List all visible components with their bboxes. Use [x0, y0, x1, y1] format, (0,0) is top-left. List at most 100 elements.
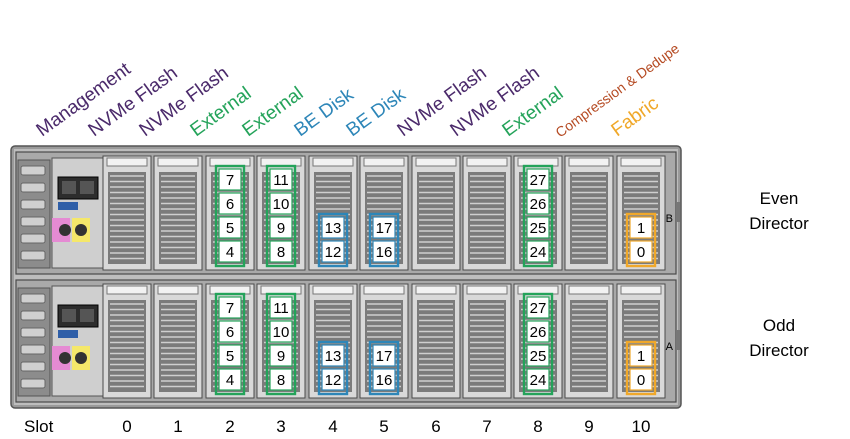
slot-number: 9	[584, 417, 594, 436]
management-module	[51, 285, 105, 397]
port-cell	[269, 168, 293, 191]
io-module-vent	[108, 300, 146, 392]
port-number: 4	[226, 372, 234, 389]
port-number: 16	[376, 244, 393, 261]
io-module-latch	[312, 285, 354, 295]
port-cell	[218, 320, 242, 343]
port-cell	[218, 296, 242, 319]
port-cell	[269, 192, 293, 215]
port-group-outline	[625, 340, 657, 396]
io-module-slot-6	[411, 283, 461, 399]
io-module-latch	[312, 157, 354, 167]
io-module-slot-9	[564, 155, 614, 271]
io-module-latch	[568, 157, 610, 167]
port-cell	[218, 168, 242, 191]
port-group-outline	[214, 164, 246, 268]
port-group-outline	[368, 340, 400, 396]
io-module-vent	[570, 172, 608, 264]
slot-number: 8	[533, 417, 543, 436]
left-handle	[17, 287, 51, 397]
port-number: 0	[637, 244, 645, 261]
io-module-latch	[620, 285, 662, 295]
port-number: 13	[325, 348, 342, 365]
port-number: 6	[226, 196, 234, 213]
port-cell	[526, 320, 550, 343]
io-module-vent	[417, 300, 455, 392]
io-module-vent	[108, 172, 146, 264]
even-director-label: Even Director	[724, 186, 834, 236]
port-cell	[218, 368, 242, 391]
slot-number: 6	[431, 417, 441, 436]
port-group-slot-10-even: 10	[625, 212, 657, 268]
io-module-slot-0	[102, 155, 152, 271]
serial-connector	[59, 224, 71, 236]
slot-number: 2	[225, 417, 235, 436]
port-number: 17	[376, 348, 393, 365]
port-cell	[526, 240, 550, 263]
port-group-outline	[317, 340, 349, 396]
port-group-slot-10-odd: 10	[625, 340, 657, 396]
io-module-latch	[415, 285, 457, 295]
port-cell	[269, 320, 293, 343]
io-module-vent	[468, 300, 506, 392]
slot-number: 5	[379, 417, 389, 436]
even-director-line2: Director	[749, 214, 809, 233]
port-number: 8	[277, 372, 285, 389]
port-number: 1	[637, 220, 645, 237]
port-number: 0	[637, 372, 645, 389]
port-cell	[321, 216, 345, 239]
odd-director-line1: Odd	[762, 316, 796, 335]
port-number: 12	[325, 372, 342, 389]
port-cell	[526, 216, 550, 239]
port-number: 9	[277, 348, 285, 365]
port-number: 12	[325, 244, 342, 261]
port-cell	[526, 168, 550, 191]
port-number: 16	[376, 372, 393, 389]
port-cell	[629, 216, 653, 239]
port-group-outline	[265, 164, 297, 268]
slot-number: 4	[328, 417, 338, 436]
chassis-side-tab	[676, 330, 680, 350]
io-module-latch	[363, 285, 405, 295]
chassis-letter: B	[666, 213, 673, 225]
handle-rib	[20, 250, 46, 261]
handle-rib	[20, 361, 46, 372]
slot-number: 0	[122, 417, 132, 436]
handle-rib	[20, 293, 46, 304]
port-cell	[372, 344, 396, 367]
port-group-outline	[522, 164, 554, 268]
port-group-outline	[317, 212, 349, 268]
port-cell	[218, 240, 242, 263]
port-group-outline	[368, 212, 400, 268]
rj45-port	[62, 309, 76, 322]
left-handle	[17, 159, 51, 269]
handle-rib	[20, 310, 46, 321]
port-cell	[269, 216, 293, 239]
odd-director-line2: Director	[749, 341, 809, 360]
chassis-side-tab	[676, 202, 680, 222]
io-module-latch	[157, 157, 199, 167]
port-number: 25	[530, 220, 547, 237]
io-module-vent	[417, 172, 455, 264]
port-group-outline	[625, 212, 657, 268]
port-cell	[269, 296, 293, 319]
port-cell	[218, 216, 242, 239]
port-number: 7	[226, 300, 234, 317]
port-cell	[372, 216, 396, 239]
port-number: 17	[376, 220, 393, 237]
io-module-slot-7	[462, 283, 512, 399]
slot-number: 10	[631, 417, 651, 436]
port-cell	[321, 344, 345, 367]
port-cell	[526, 296, 550, 319]
port-group-outline	[214, 292, 246, 396]
io-module-vent	[159, 300, 197, 392]
rj45-port	[80, 181, 94, 194]
port-cell	[372, 240, 396, 263]
